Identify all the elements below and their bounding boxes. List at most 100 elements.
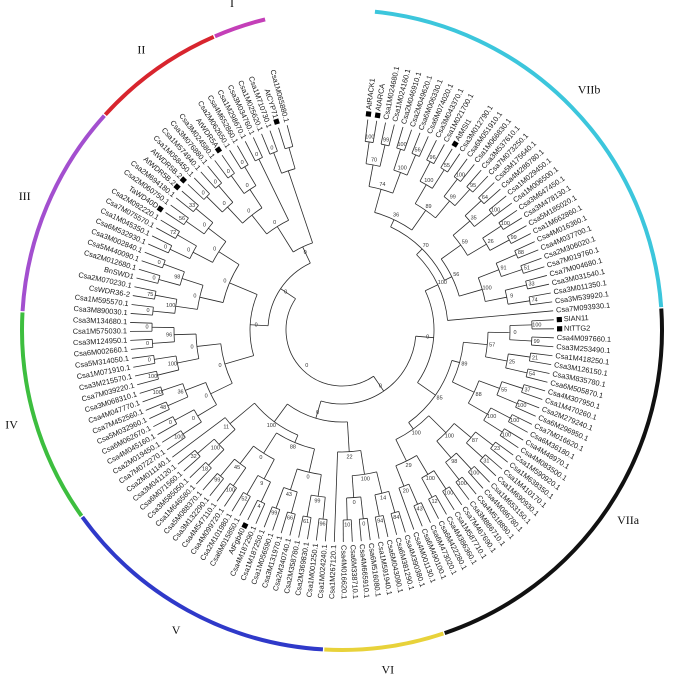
branch-arc bbox=[197, 285, 204, 310]
branch bbox=[495, 254, 517, 264]
branch bbox=[418, 136, 429, 157]
leaf-label: Csa3M253490.1 bbox=[556, 342, 611, 355]
bootstrap-value: 29 bbox=[406, 463, 412, 469]
bootstrap-value: 87 bbox=[472, 438, 478, 444]
branch bbox=[464, 200, 482, 216]
branch bbox=[229, 402, 255, 424]
branch-arc bbox=[428, 494, 436, 500]
branch bbox=[286, 125, 294, 147]
branch-arc bbox=[504, 290, 509, 305]
branch bbox=[155, 294, 177, 300]
branch bbox=[425, 284, 439, 292]
bootstrap-value: 100 bbox=[148, 374, 157, 380]
branch bbox=[382, 515, 389, 538]
branch bbox=[445, 462, 460, 480]
branch bbox=[440, 148, 453, 168]
branch bbox=[395, 465, 405, 487]
branch bbox=[416, 248, 423, 255]
bootstrap-value: 94 bbox=[377, 519, 383, 525]
branch bbox=[451, 360, 460, 363]
branch bbox=[459, 289, 483, 297]
branch bbox=[448, 486, 463, 506]
branch bbox=[131, 354, 154, 359]
bootstrap-value: 21 bbox=[532, 355, 538, 361]
bootstrap-value: 0 bbox=[187, 247, 190, 253]
bootstrap-value: 100 bbox=[483, 286, 492, 292]
bootstrap-value: 100 bbox=[456, 173, 465, 179]
leaf: SIAN11 bbox=[556, 313, 589, 323]
bootstrap-value: 0 bbox=[223, 201, 226, 207]
leaf: AtARCA bbox=[373, 83, 387, 119]
clade-arc-ii bbox=[103, 35, 215, 117]
branch bbox=[158, 279, 181, 286]
branch bbox=[455, 481, 470, 500]
branch bbox=[209, 478, 224, 497]
leaf-labels: AtRACK1AtARCACsa1M024680.1Csa1M024160.1C… bbox=[73, 65, 612, 599]
leaf: NtTTG2 bbox=[556, 324, 590, 333]
branch-arc bbox=[156, 371, 159, 380]
leaf: Csa3M890030.1 bbox=[73, 304, 128, 317]
bootstrap-value: 43 bbox=[286, 492, 292, 498]
branch-arc bbox=[303, 515, 312, 518]
clade-label-iii: III bbox=[19, 189, 31, 203]
marker-square-icon bbox=[179, 176, 187, 184]
branch bbox=[156, 227, 176, 239]
bootstrap-value: 36 bbox=[393, 213, 399, 219]
branch bbox=[390, 513, 398, 535]
branch bbox=[435, 200, 450, 219]
branch-arc bbox=[255, 157, 263, 162]
branch bbox=[417, 382, 436, 396]
branch bbox=[136, 277, 158, 284]
bootstrap-value: 0 bbox=[218, 363, 221, 369]
branch bbox=[151, 235, 172, 246]
branch bbox=[244, 141, 256, 162]
bootstrap-value: 96 bbox=[319, 521, 325, 527]
bootstrap-value: 100 bbox=[517, 403, 526, 409]
branch bbox=[460, 164, 475, 182]
branch-arc bbox=[281, 168, 296, 174]
marker-square-icon bbox=[365, 111, 372, 117]
branch bbox=[218, 429, 236, 445]
bootstrap-value: 99 bbox=[214, 477, 220, 483]
branch bbox=[130, 346, 153, 350]
bootstrap-value: 0 bbox=[306, 475, 309, 481]
branch bbox=[216, 483, 231, 502]
branch bbox=[444, 276, 452, 281]
branch bbox=[224, 487, 237, 507]
branch bbox=[507, 300, 530, 305]
branch bbox=[456, 452, 472, 470]
bootstrap-value: 100 bbox=[153, 390, 162, 396]
branch bbox=[467, 243, 487, 256]
bootstrap-value: 55 bbox=[501, 388, 507, 394]
bootstrap-value: 32 bbox=[191, 454, 197, 460]
leaf-label: Csa4M097660.1 bbox=[557, 333, 612, 344]
internal-node-label: 0 bbox=[379, 384, 382, 390]
branch bbox=[374, 189, 382, 213]
branch bbox=[181, 278, 204, 286]
branch bbox=[197, 404, 217, 417]
branch bbox=[433, 470, 447, 490]
branch bbox=[199, 296, 224, 303]
branch bbox=[520, 257, 542, 267]
bootstrap-value: 59 bbox=[462, 240, 468, 246]
bootstrap-value: 0 bbox=[164, 245, 167, 251]
branch bbox=[433, 144, 445, 164]
branch bbox=[505, 367, 528, 374]
branch bbox=[472, 175, 489, 193]
clade-arcs bbox=[20, 9, 664, 652]
leaf-label: Csa4M016620.1 bbox=[339, 545, 348, 599]
branch-arc bbox=[205, 462, 212, 469]
branch bbox=[454, 189, 471, 206]
branch bbox=[495, 441, 514, 456]
bootstrap-value: 4 bbox=[257, 504, 260, 510]
branch bbox=[435, 495, 447, 515]
branch bbox=[521, 391, 543, 400]
branch bbox=[220, 458, 235, 477]
branch bbox=[411, 132, 421, 154]
branch bbox=[272, 509, 281, 531]
leaf-label: Csa3M134680.1 bbox=[73, 315, 128, 326]
branch bbox=[478, 182, 495, 199]
branch bbox=[290, 468, 298, 491]
branch-arc bbox=[413, 502, 422, 507]
branch bbox=[153, 416, 174, 428]
